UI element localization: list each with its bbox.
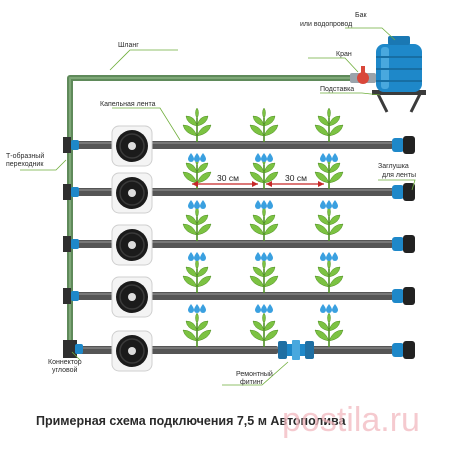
- drip-line: [73, 188, 393, 196]
- water-drop-icon: [332, 153, 338, 162]
- plant-icon: [249, 258, 279, 293]
- tap-icon: [350, 66, 376, 84]
- tape-reels: [111, 125, 153, 372]
- water-drop-icon: [255, 304, 261, 313]
- water-drop-icon: [326, 252, 332, 261]
- water-drop-icon: [261, 153, 267, 162]
- spacing-arrow: [266, 181, 324, 187]
- label-repair-line2: фитинг: [240, 379, 264, 386]
- plant-icon: [182, 258, 212, 293]
- plant-icon: [249, 107, 279, 142]
- end-plug-icon: [392, 183, 415, 201]
- water-drop-icon: [267, 252, 273, 261]
- label-tank-line2: или водопровод: [300, 21, 352, 28]
- water-drop-icon: [194, 304, 200, 313]
- watermark: postila.ru: [282, 401, 420, 439]
- water-drop-icon: [320, 200, 326, 209]
- plants: [182, 107, 344, 347]
- label-corner-line2: угловой: [52, 366, 77, 374]
- plant-icon: [314, 312, 344, 347]
- water-drop-icon: [255, 200, 261, 209]
- drip-line: [73, 141, 393, 149]
- water-drop-icon: [200, 304, 206, 313]
- water-drop-icon: [188, 153, 194, 162]
- end-plugs: [392, 136, 415, 359]
- end-plug-icon: [392, 341, 415, 359]
- label-t-adapter-line1: Т-образный: [6, 152, 44, 160]
- plant-icon: [314, 206, 344, 241]
- water-drop-icon: [200, 153, 206, 162]
- water-drop-icon: [320, 304, 326, 313]
- plant-icon: [314, 107, 344, 142]
- label-end-plug-line2: для ленты: [382, 172, 416, 179]
- end-plug-icon: [392, 287, 415, 305]
- water-drop-icon: [200, 252, 206, 261]
- plant-icon: [249, 206, 279, 241]
- label-tap: Кран: [336, 51, 352, 58]
- water-drop-icon: [255, 153, 261, 162]
- tape-reel-icon: [111, 125, 153, 167]
- label-t-adapter-line2: переходник: [6, 161, 44, 168]
- water-drop-icon: [255, 252, 261, 261]
- spacing-label: 30 см: [217, 173, 239, 183]
- spacing-label: 30 см: [285, 173, 307, 183]
- label-stand: Подставка: [320, 86, 354, 93]
- water-drop-icon: [261, 304, 267, 313]
- plant-icon: [314, 154, 344, 189]
- water-drop-icon: [200, 200, 206, 209]
- water-drop-icon: [261, 200, 267, 209]
- water-drop-icon: [261, 252, 267, 261]
- plant-icon: [182, 206, 212, 241]
- supply-hose: [67, 75, 352, 140]
- end-plug-icon: [392, 136, 415, 154]
- water-drop-icon: [267, 200, 273, 209]
- water-drops: [188, 153, 338, 313]
- tape-reel-icon: [111, 224, 153, 266]
- tape-reel-icon: [111, 330, 153, 372]
- water-tank: [372, 36, 426, 113]
- water-drop-icon: [326, 153, 332, 162]
- tape-reel-icon: [111, 172, 153, 214]
- drip-line: [73, 240, 393, 248]
- corner-connector-icon: [63, 340, 83, 358]
- plant-icon: [249, 312, 279, 347]
- water-drop-icon: [267, 153, 273, 162]
- tape-reel-icon: [111, 276, 153, 318]
- water-drop-icon: [332, 200, 338, 209]
- spacing-arrow: [192, 181, 258, 187]
- plant-icon: [182, 312, 212, 347]
- water-drop-icon: [332, 304, 338, 313]
- repair-fitting-icon: [278, 340, 314, 360]
- water-drop-icon: [188, 200, 194, 209]
- water-drop-icon: [188, 304, 194, 313]
- end-plug-icon: [392, 235, 415, 253]
- water-drop-icon: [194, 252, 200, 261]
- water-drop-icon: [194, 153, 200, 162]
- t-connectors: [63, 137, 79, 304]
- water-drop-icon: [326, 304, 332, 313]
- spacing-dimensions: 30 см 30 см: [192, 173, 324, 187]
- water-drop-icon: [320, 252, 326, 261]
- water-drop-icon: [332, 252, 338, 261]
- water-drop-icon: [194, 200, 200, 209]
- label-end-plug-line1: Заглушка: [378, 163, 409, 170]
- plant-icon: [182, 107, 212, 142]
- label-tank-line1: Бак: [355, 12, 367, 19]
- leader-lines: [20, 27, 416, 386]
- water-drop-icon: [320, 153, 326, 162]
- plant-icon: [314, 258, 344, 293]
- caption: Примерная схема подключения 7,5 м Автопо…: [36, 414, 347, 428]
- label-repair-line1: Ремонтный: [236, 370, 273, 378]
- label-drip-tape: Капельная лента: [100, 101, 156, 108]
- label-corner-line1: Коннектор: [48, 359, 82, 366]
- water-drop-icon: [267, 304, 273, 313]
- water-drop-icon: [326, 200, 332, 209]
- label-hose: Шланг: [118, 42, 139, 49]
- drip-line: [73, 292, 393, 300]
- water-drop-icon: [188, 252, 194, 261]
